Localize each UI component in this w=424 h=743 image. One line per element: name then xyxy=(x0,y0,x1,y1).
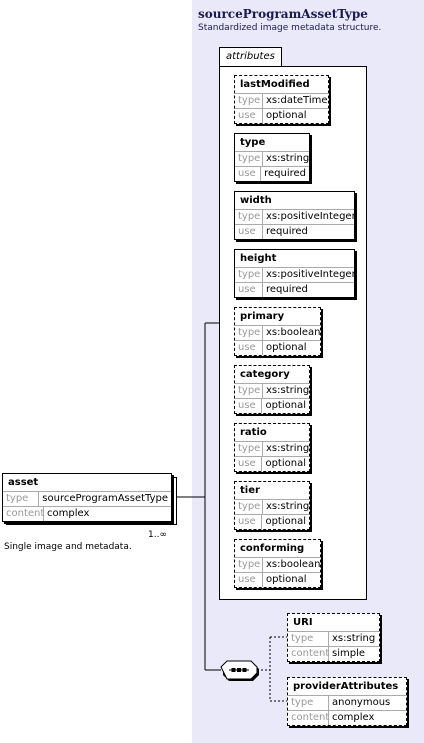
root-name: asset xyxy=(8,477,39,488)
root-cardinality: 1..∞ xyxy=(148,530,167,540)
root-note: Single image and metadata. xyxy=(4,542,132,552)
attributes-tab: attributes xyxy=(219,47,282,66)
type-description: Standardized image metadata structure. xyxy=(198,23,382,33)
root-content-value: complex xyxy=(47,508,90,519)
type-title: sourceProgramAssetType xyxy=(198,7,368,21)
root-type-value: sourceProgramAssetType xyxy=(42,493,168,504)
